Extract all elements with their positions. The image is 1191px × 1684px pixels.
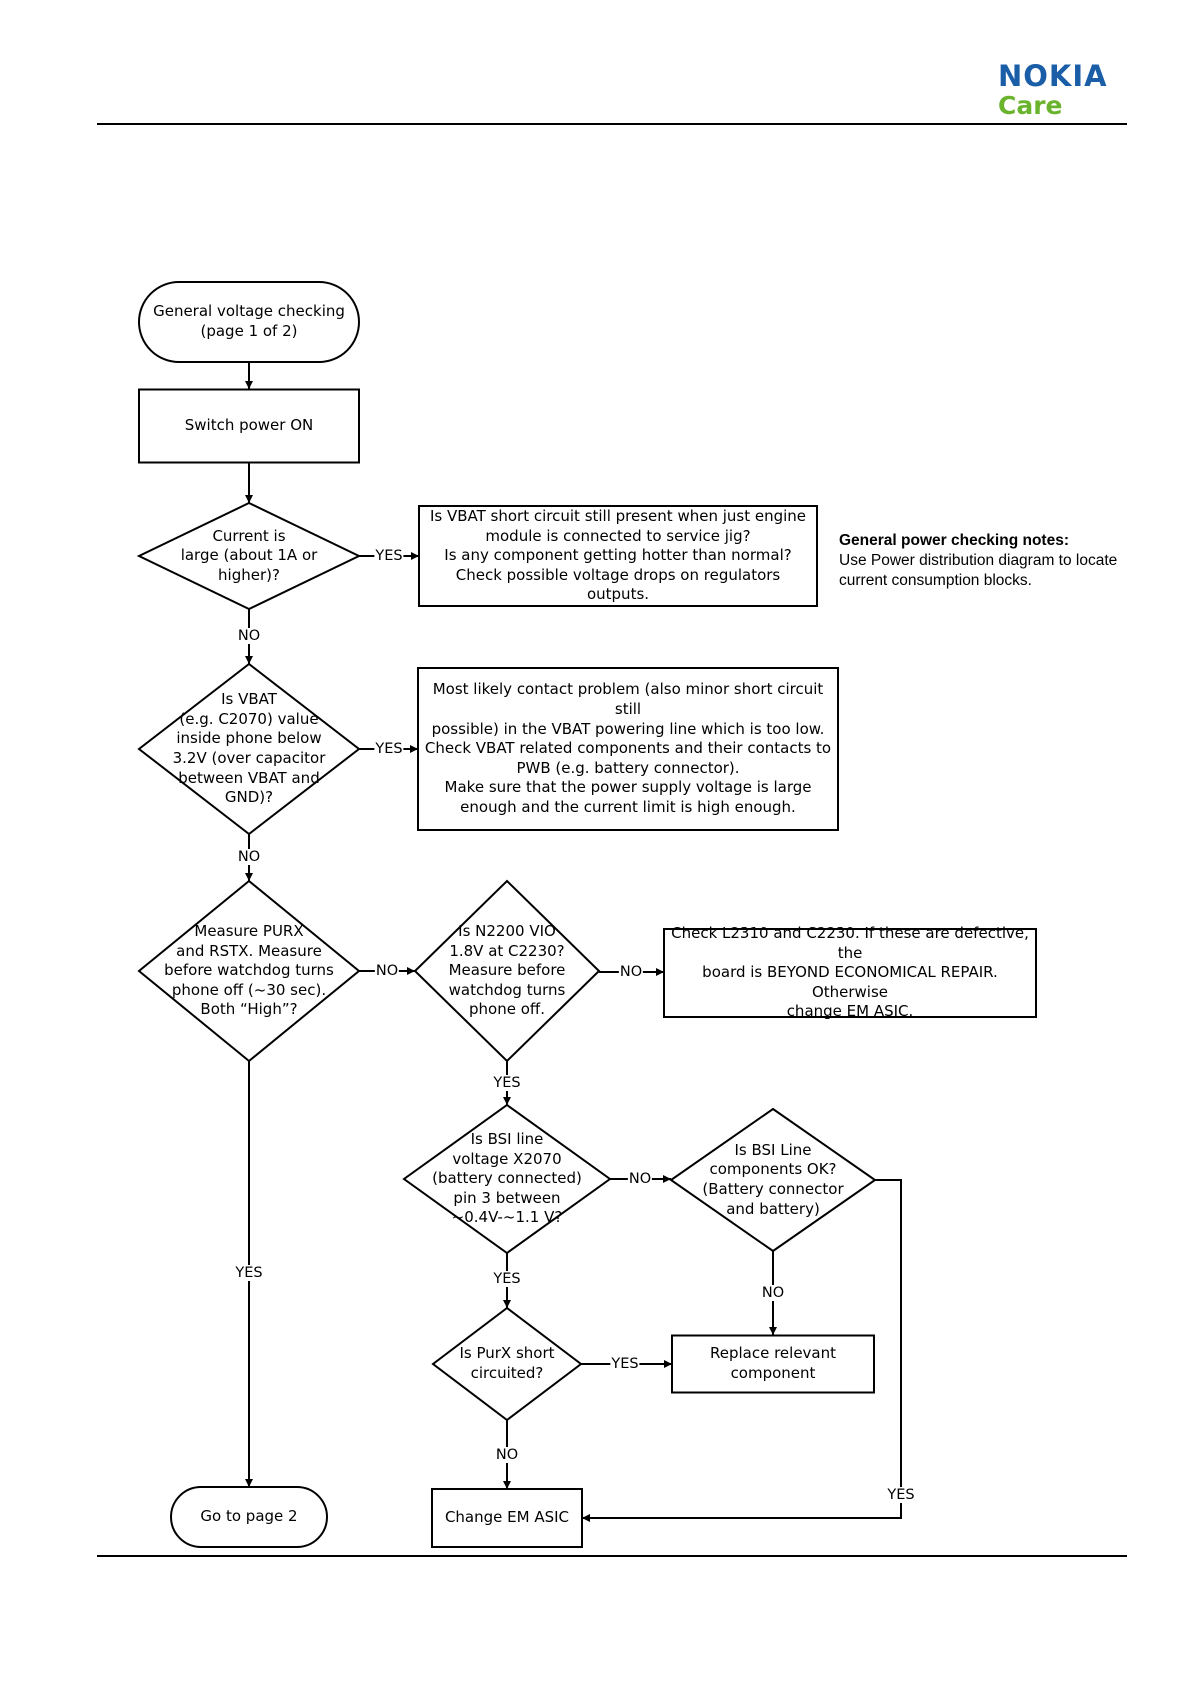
node-switch-on-shape xyxy=(138,388,360,464)
notes-title: General power checking notes: xyxy=(839,532,1069,549)
node-purx-short: Is PurX short circuited? xyxy=(459,1344,555,1382)
edge-label-yes: YES xyxy=(492,1271,522,1287)
edge-label-no: NO xyxy=(627,1171,653,1187)
edge-label-yes: YES xyxy=(374,548,404,564)
edge-label-yes: YES xyxy=(886,1487,916,1503)
node-current-large: Current is large (about 1A or higher)? xyxy=(180,526,318,584)
edge-label-no: NO xyxy=(374,963,400,979)
node-contact-problem: Most likely contact problem (also minor … xyxy=(424,680,832,816)
notes-body: Use Power distribution diagram to locate… xyxy=(839,552,1118,589)
node-goto-page2: Go to page 2 xyxy=(200,1507,298,1526)
node-replace: Replace relevant component xyxy=(709,1344,837,1382)
edge-label-no: NO xyxy=(494,1447,520,1463)
logo-nokia-wordmark: NOKIA xyxy=(998,59,1108,93)
node-contact-problem-shape xyxy=(417,667,839,831)
node-vbat-short-shape xyxy=(418,505,818,607)
edge-bsi-components-to-change-asic xyxy=(582,1179,902,1522)
node-check-l2310: Check L2310 and C2230. If these are defe… xyxy=(671,924,1029,1021)
nokia-care-logo: NOKIA Care xyxy=(998,62,1133,132)
edge-label-yes: YES xyxy=(610,1356,640,1372)
edge-label-no: NO xyxy=(618,964,644,980)
node-check-l2310-shape xyxy=(663,928,1037,1018)
edge-label-no: NO xyxy=(236,849,262,865)
general-power-notes: General power checking notes: Use Power … xyxy=(839,531,1139,591)
logo-care-wordmark: Care xyxy=(998,91,1063,120)
node-replace-shape xyxy=(671,1334,875,1394)
node-vbat-short: Is VBAT short circuit still present when… xyxy=(429,507,807,604)
node-vbat-low: Is VBAT (e.g. C2070) value inside phone … xyxy=(172,690,326,807)
edge-label-yes: YES xyxy=(234,1265,264,1281)
node-start: General voltage checking (page 1 of 2) xyxy=(153,302,345,340)
node-change-asic: Change EM ASIC xyxy=(444,1508,570,1527)
header-rule xyxy=(97,123,1127,125)
edge-label-no: NO xyxy=(760,1285,786,1301)
node-bsi-components: Is BSI Line components OK? (Battery conn… xyxy=(702,1140,844,1218)
node-purx-rstx: Measure PURX and RSTX. Measure before wa… xyxy=(164,922,334,1019)
footer-rule xyxy=(97,1555,1127,1557)
edge-label-yes: YES xyxy=(492,1075,522,1091)
edge-label-yes: YES xyxy=(374,741,404,757)
edge-label-no: NO xyxy=(236,628,262,644)
node-n2200-vio: Is N2200 VIO 1.8V at C2230? Measure befo… xyxy=(448,922,566,1019)
node-switch-on: Switch power ON xyxy=(184,416,314,435)
node-bsi-voltage: Is BSI line voltage X2070 (battery conne… xyxy=(432,1130,582,1227)
